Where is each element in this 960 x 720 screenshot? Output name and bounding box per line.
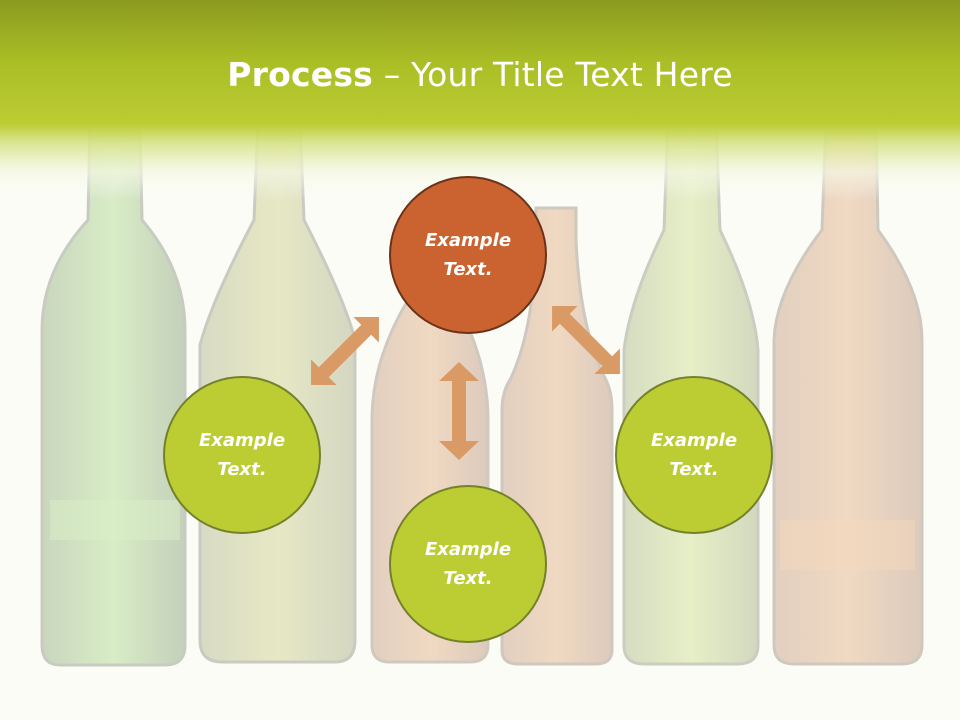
double-arrow-vertical (439, 362, 479, 460)
title-rest: – Your Title Text Here (373, 55, 733, 94)
node-text-line1: Example (424, 539, 512, 560)
double-arrow-diagonal-right (552, 306, 620, 374)
title-bold: Process (227, 55, 374, 94)
process-node-bottom: Example Text. (389, 485, 547, 643)
node-text-line1: Example (198, 430, 286, 451)
node-text-line2: Text. (443, 259, 493, 280)
slide-title: Process – Your Title Text Here (0, 52, 960, 98)
node-text-line2: Text. (669, 459, 719, 480)
node-text-line2: Text. (217, 459, 267, 480)
process-node-right: Example Text. (615, 376, 773, 534)
process-node-left: Example Text. (163, 376, 321, 534)
node-text-line1: Example (650, 430, 738, 451)
node-text-line1: Example (424, 230, 512, 251)
double-arrow-diagonal-left (311, 317, 379, 385)
process-node-top: Example Text. (389, 176, 547, 334)
header-band (0, 0, 960, 200)
node-text-line2: Text. (443, 568, 493, 589)
